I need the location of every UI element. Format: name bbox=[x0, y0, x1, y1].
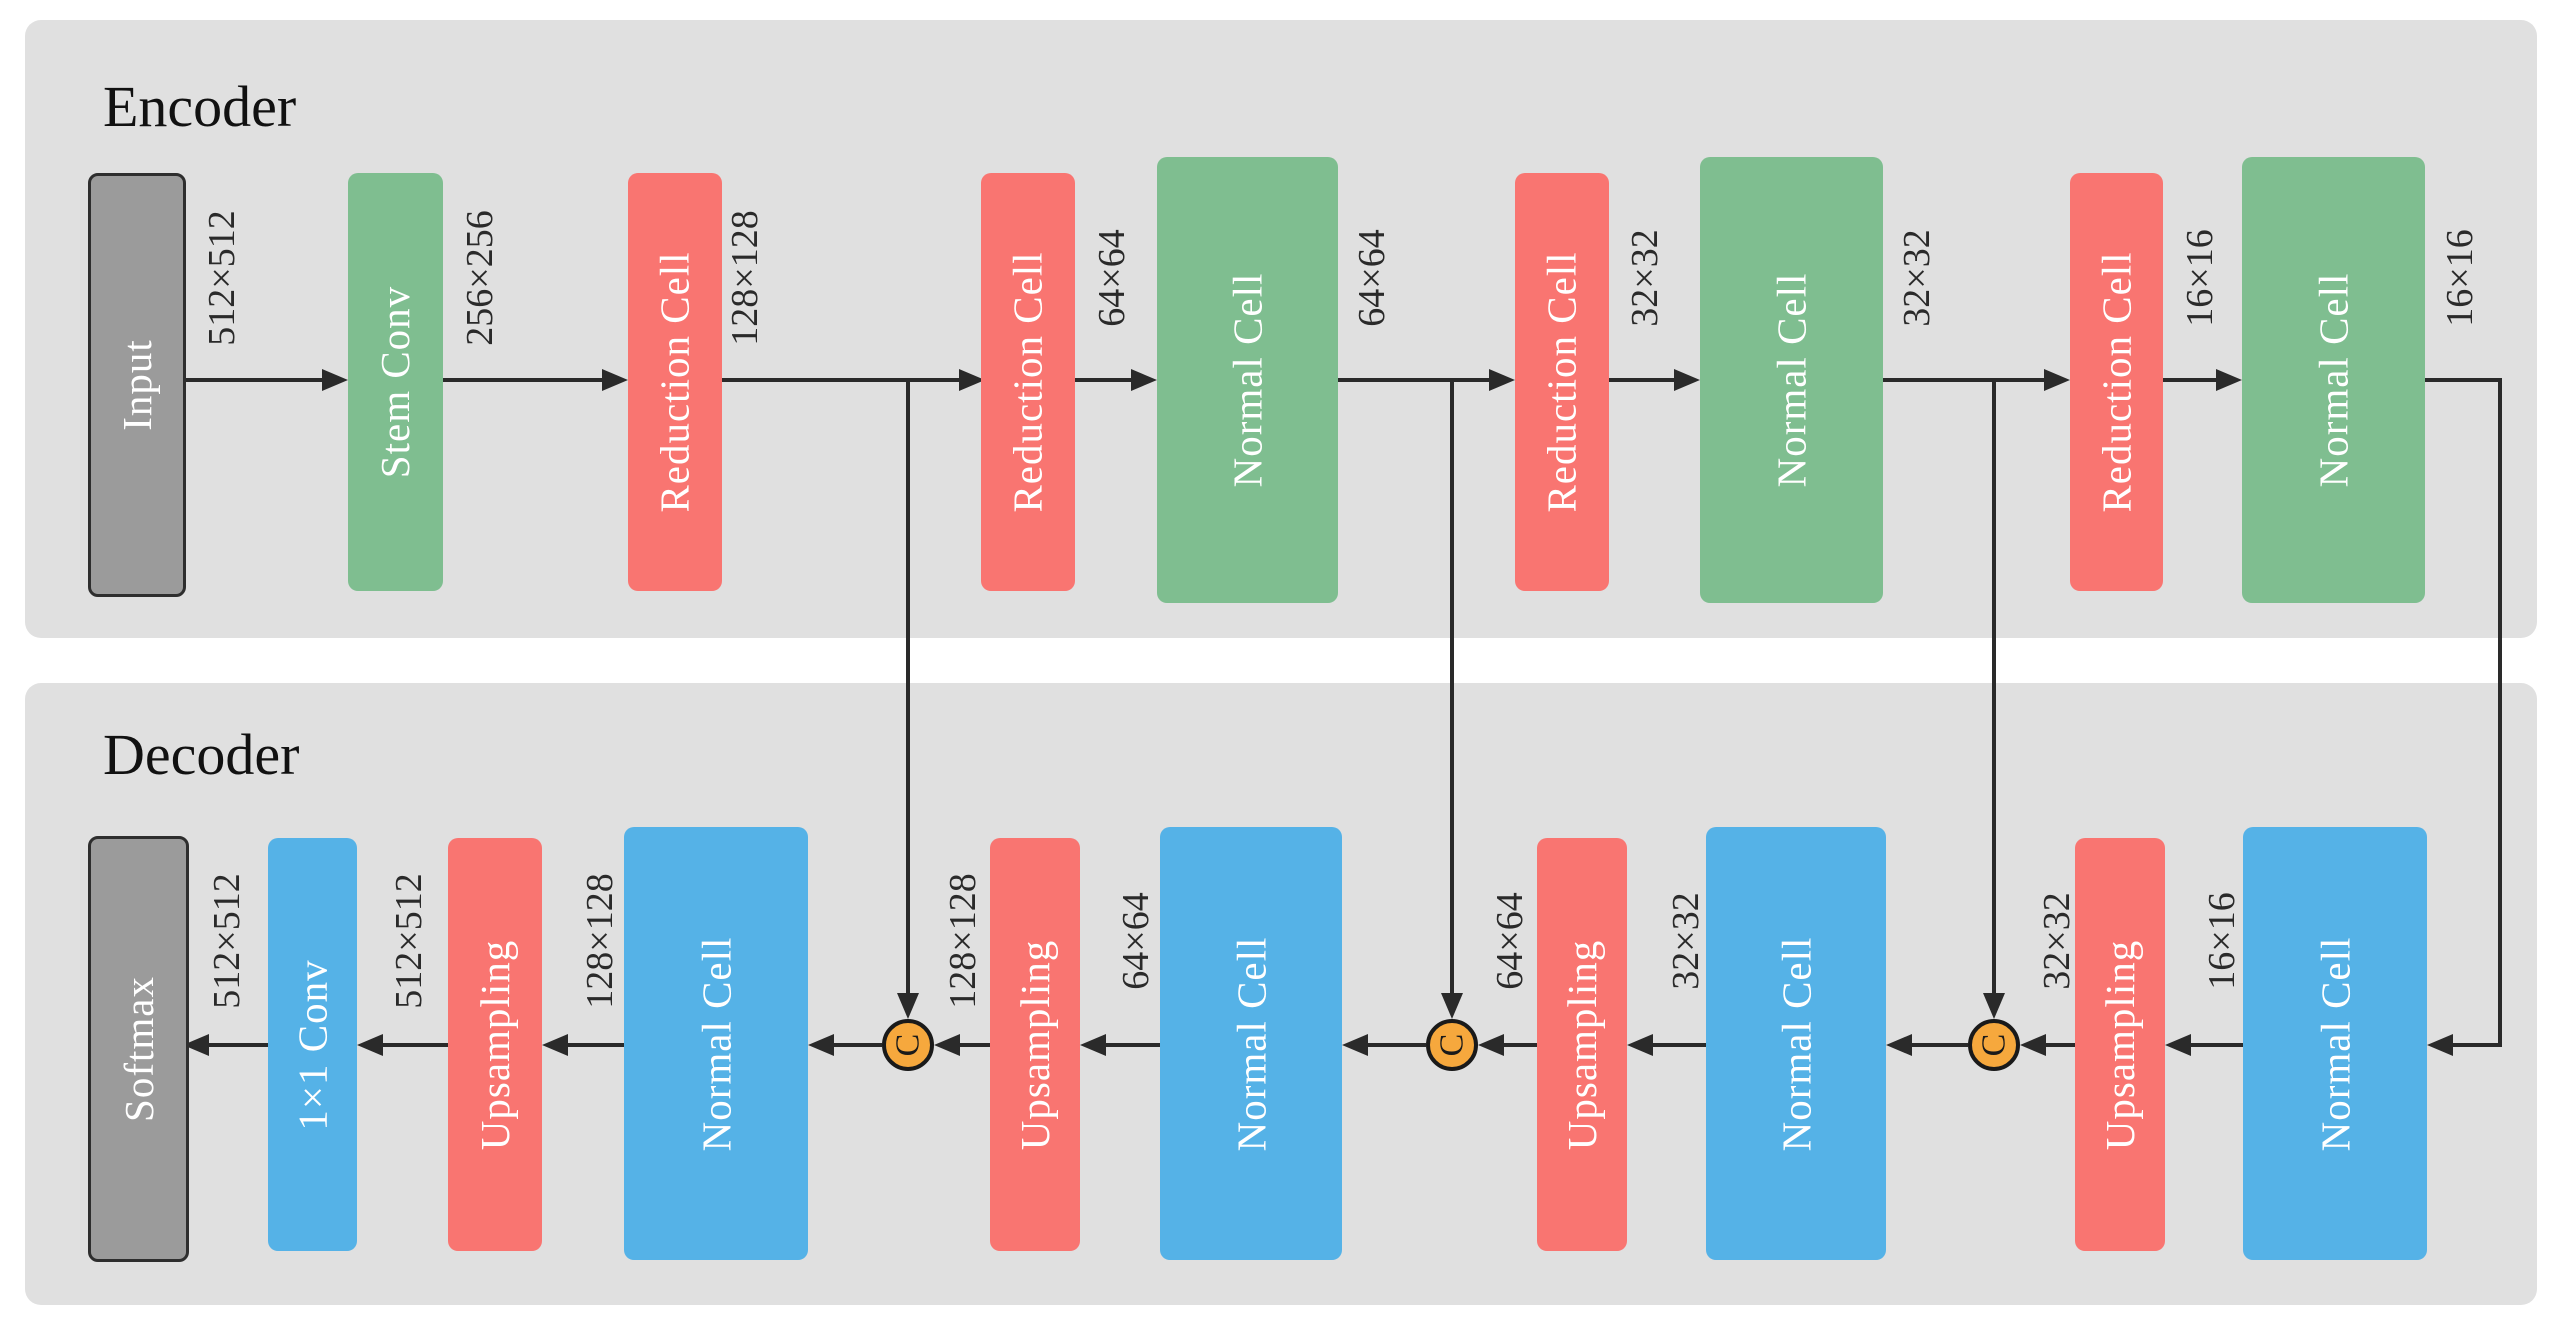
encoder-reduction-cell-4-block: Reduction Cell bbox=[2070, 173, 2163, 591]
encoder-reduction-cell-2-block: Reduction Cell bbox=[981, 173, 1075, 591]
block-label: Normal Cell bbox=[1228, 936, 1275, 1151]
encoder-reduction-cell-3-block: Reduction Cell bbox=[1515, 173, 1609, 591]
concat-node-2: C bbox=[1426, 1019, 1478, 1071]
concat-label: C bbox=[889, 1033, 926, 1057]
decoder-dim-label-8: 32×32 bbox=[2036, 892, 2078, 990]
decoder-normal-cell-1-block: Normal Cell bbox=[624, 827, 808, 1260]
concat-node-1: C bbox=[882, 1019, 934, 1071]
block-label: Upsampling bbox=[472, 939, 518, 1150]
encoder-dim-label-8: 16×16 bbox=[2179, 229, 2221, 327]
encoder-input-block: Input bbox=[88, 173, 186, 597]
block-label: Normal Cell bbox=[1773, 936, 1820, 1151]
encoder-dim-label-4: 64×64 bbox=[1091, 229, 1133, 327]
decoder-upsampling-3-block: Upsampling bbox=[1537, 838, 1627, 1251]
block-label: Upsampling bbox=[1012, 939, 1058, 1150]
decoder-softmax-block: Softmax bbox=[88, 836, 189, 1262]
decoder-normal-cell-2-block: Normal Cell bbox=[1160, 827, 1342, 1260]
decoder-dim-label-3: 128×128 bbox=[579, 873, 621, 1009]
encoder-dim-label-5: 64×64 bbox=[1351, 229, 1393, 327]
block-label: Normal Cell bbox=[2312, 936, 2359, 1151]
encoder-dim-label-2: 256×256 bbox=[459, 210, 501, 346]
decoder-upsampling-2-block: Upsampling bbox=[990, 838, 1080, 1251]
concat-label: C bbox=[1975, 1033, 2012, 1057]
block-label: Upsampling bbox=[2097, 939, 2143, 1150]
block-label: Reduction Cell bbox=[1005, 251, 1052, 513]
block-label: Upsampling bbox=[1559, 939, 1605, 1150]
encoder-dim-label-1: 512×512 bbox=[201, 210, 243, 346]
encoder-normal-cell-3-block: Normal Cell bbox=[2242, 157, 2425, 603]
encoder-reduction-cell-1-block: Reduction Cell bbox=[628, 173, 722, 591]
block-label: Normal Cell bbox=[1224, 272, 1271, 488]
block-label: Normal Cell bbox=[2310, 272, 2357, 488]
block-label: Softmax bbox=[115, 976, 162, 1122]
decoder-conv1x1-block: 1×1 Conv bbox=[268, 838, 357, 1251]
decoder-dim-label-9: 16×16 bbox=[2201, 892, 2243, 990]
decoder-normal-cell-4-block: Normal Cell bbox=[2243, 827, 2427, 1260]
decoder-dim-label-2: 512×512 bbox=[388, 873, 430, 1009]
decoder-dim-label-7: 32×32 bbox=[1665, 892, 1707, 990]
encoder-title: Encoder bbox=[103, 74, 297, 139]
decoder-dim-label-4: 128×128 bbox=[942, 873, 984, 1009]
decoder-normal-cell-3-block: Normal Cell bbox=[1706, 827, 1886, 1260]
decoder-dim-label-5: 64×64 bbox=[1115, 892, 1157, 990]
block-label: 1×1 Conv bbox=[289, 958, 336, 1131]
encoder-stem-conv-block: Stem Conv bbox=[348, 173, 443, 591]
block-label: Normal Cell bbox=[1768, 272, 1815, 488]
encoder-dim-label-3: 128×128 bbox=[724, 210, 766, 346]
encoder-normal-cell-2-block: Normal Cell bbox=[1700, 157, 1883, 603]
block-label: Reduction Cell bbox=[652, 251, 699, 513]
encoder-dim-label-9: 16×16 bbox=[2439, 229, 2481, 327]
encoder-normal-cell-1-block: Normal Cell bbox=[1157, 157, 1338, 603]
decoder-dim-label-1: 512×512 bbox=[206, 873, 248, 1009]
decoder-upsampling-1-block: Upsampling bbox=[448, 838, 542, 1251]
decoder-title: Decoder bbox=[103, 722, 300, 787]
decoder-upsampling-4-block: Upsampling bbox=[2075, 838, 2165, 1251]
block-label: Stem Conv bbox=[372, 285, 419, 479]
concat-label: C bbox=[1433, 1033, 1470, 1057]
decoder-dim-label-6: 64×64 bbox=[1489, 892, 1531, 990]
encoder-dim-label-7: 32×32 bbox=[1896, 229, 1938, 327]
block-label: Reduction Cell bbox=[2093, 251, 2140, 513]
concat-node-3: C bbox=[1968, 1019, 2020, 1071]
block-label: Input bbox=[113, 339, 160, 431]
block-label: Reduction Cell bbox=[1539, 251, 1586, 513]
encoder-dim-label-6: 32×32 bbox=[1624, 229, 1666, 327]
block-label: Normal Cell bbox=[693, 936, 740, 1151]
